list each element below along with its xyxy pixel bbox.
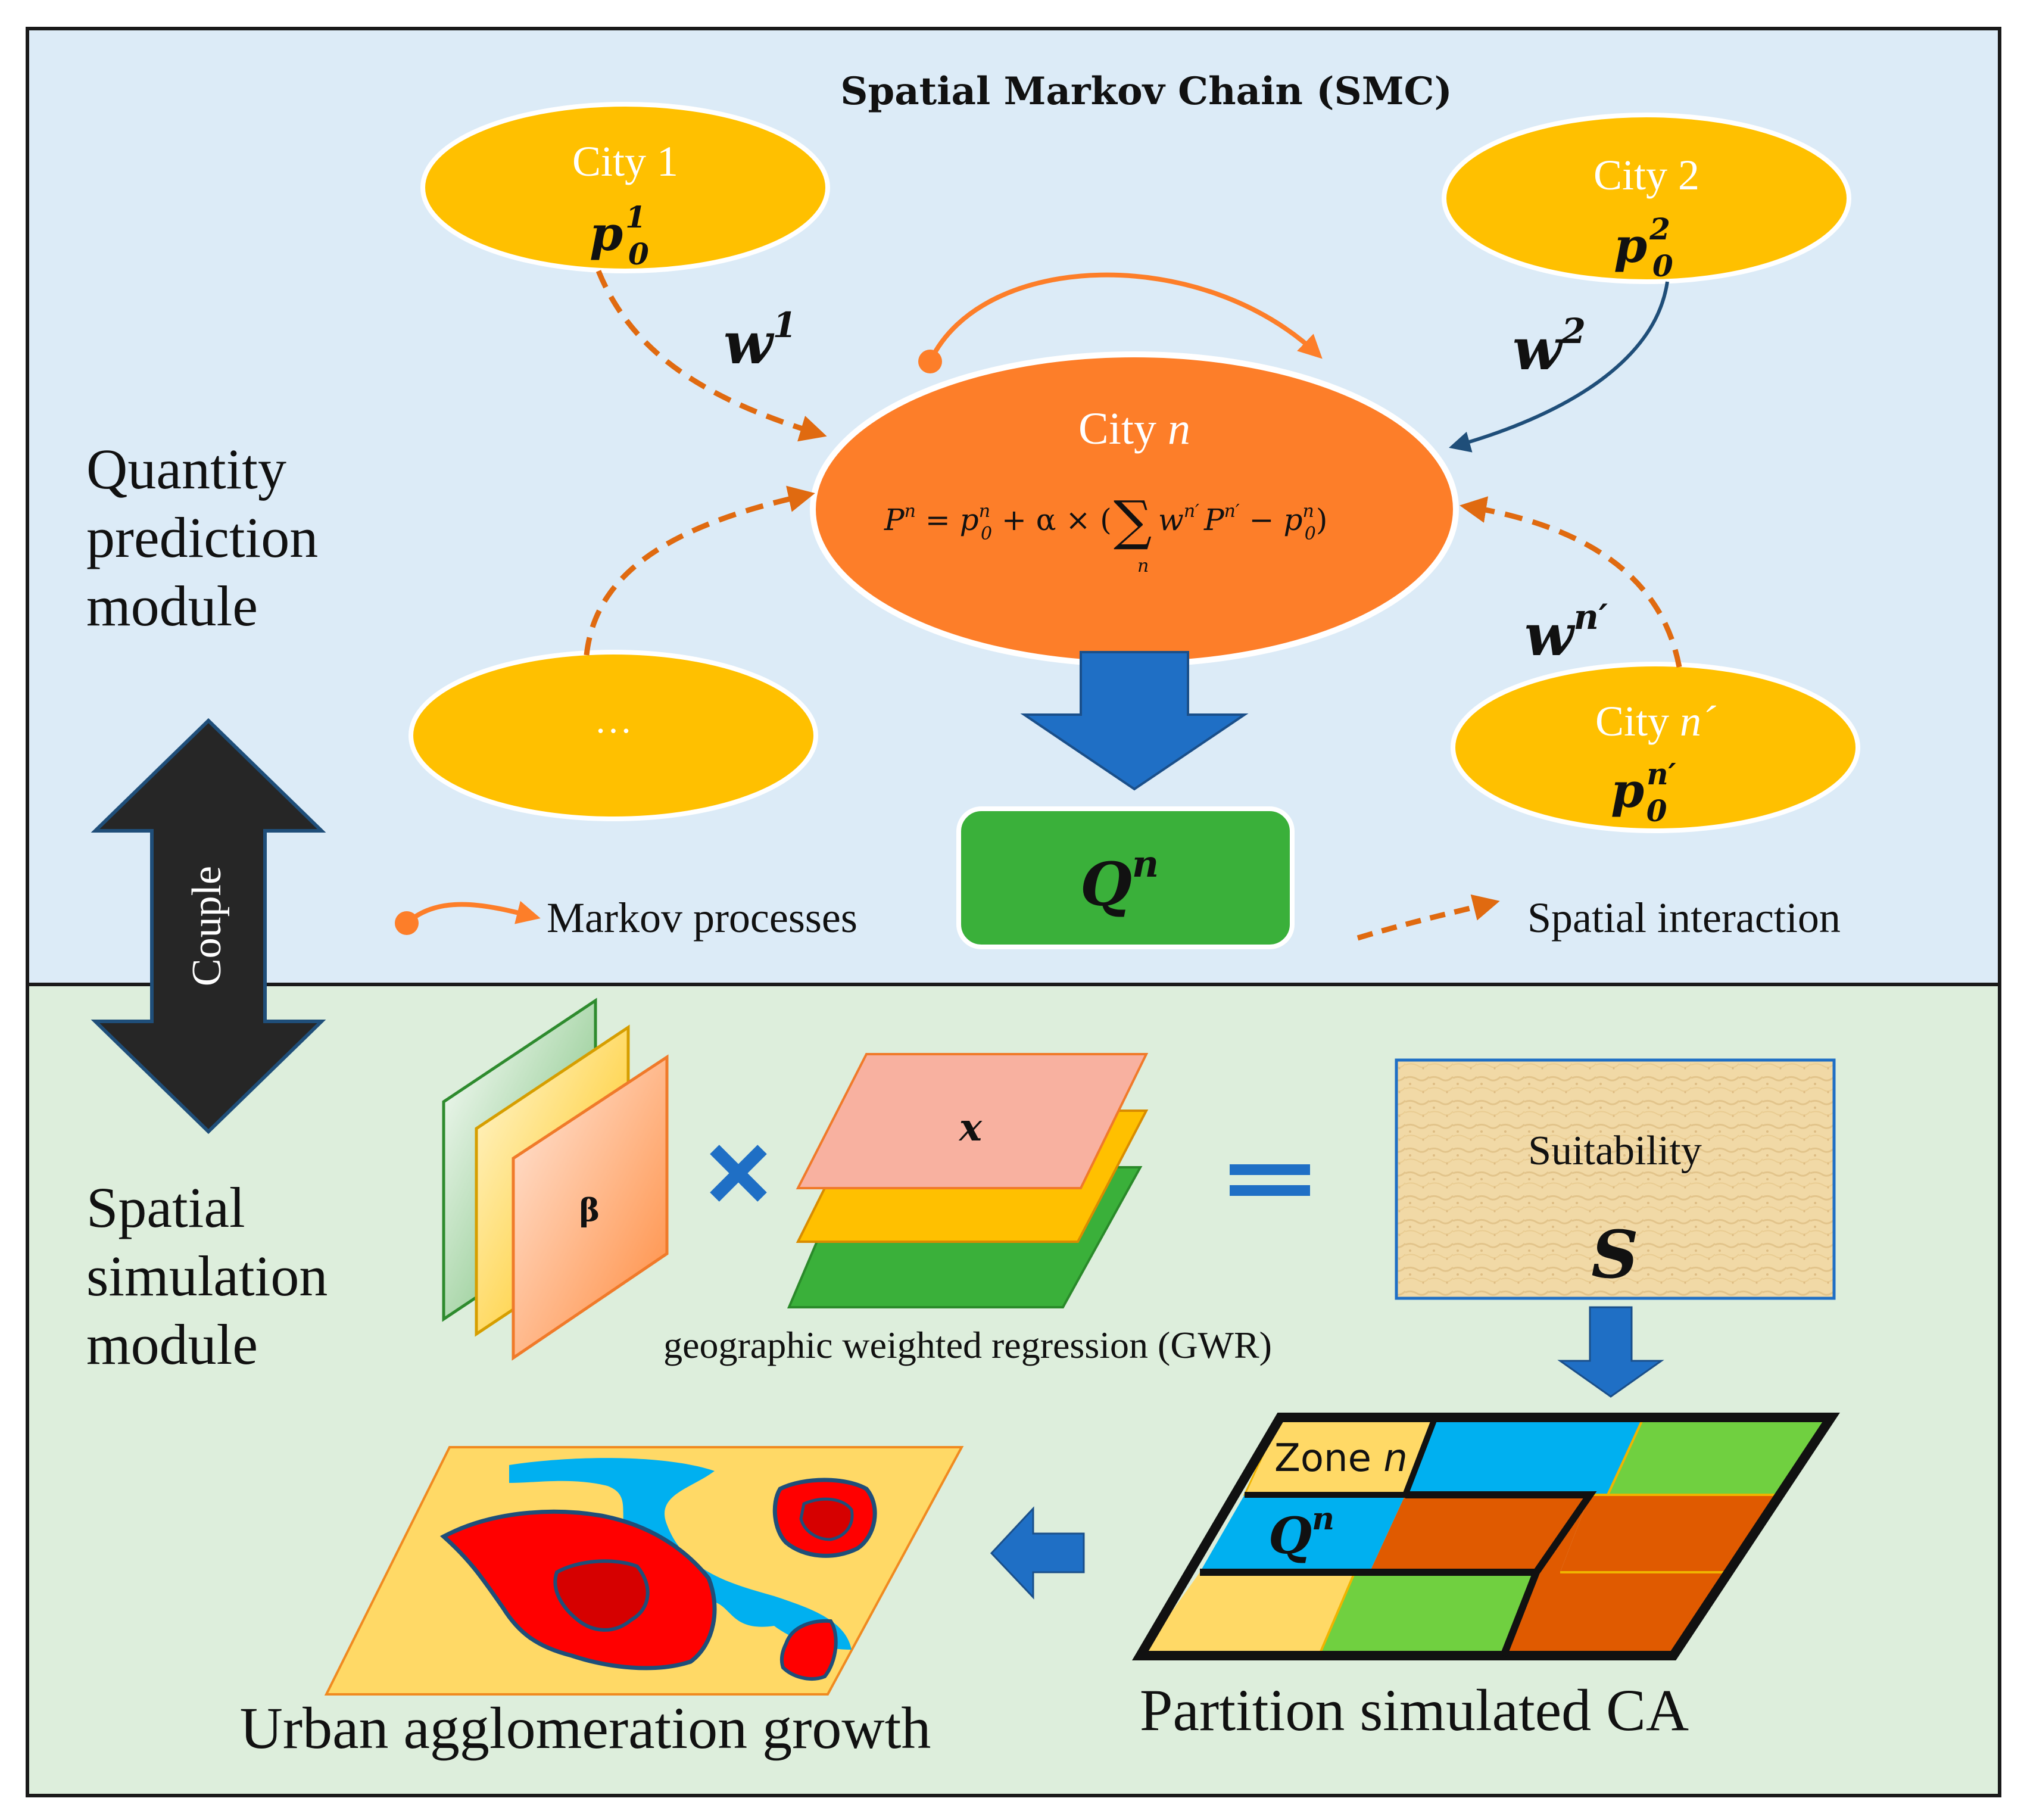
ca-caption: Partition simulated CA — [1140, 1677, 1689, 1743]
quantity-module-label: Quantity prediction module — [86, 437, 332, 638]
beta-symbol: β — [579, 1192, 600, 1229]
ca-cell-top-green — [1608, 1417, 1831, 1495]
city-n-prime-label: City n´ — [1595, 697, 1716, 745]
sigma-subscript: n — [1137, 556, 1149, 576]
urban-satellite-south — [779, 1619, 838, 1681]
gwr-caption: geographic weighted regression (GWR) — [663, 1324, 1272, 1366]
arrow-other-to-cityn — [584, 485, 815, 656]
arrow-city2-to-cityn — [1449, 281, 1669, 453]
ca-cell-q-blue — [1200, 1495, 1405, 1572]
diagram-title: Spatial Markov Chain (SMC) — [840, 69, 1452, 114]
urban-growth-map — [324, 1446, 964, 1696]
city-n-label: City n — [1078, 404, 1190, 454]
spatial-module-label: Spatial simulation module — [86, 1176, 342, 1376]
couple-double-arrow — [91, 718, 326, 1135]
x-layer-pink — [796, 1053, 1149, 1189]
city2-node — [1442, 113, 1851, 284]
ca-quantity-label: Qn — [1268, 1501, 1334, 1565]
arrow-cityn-prime-to-cityn — [1460, 496, 1682, 668]
city1-node — [420, 102, 830, 273]
legend-markov-label: Markov processes — [547, 894, 857, 942]
ca-zone-label: Zone n — [1274, 1436, 1408, 1481]
svg-text:wn′Pn′ − pn0): wn′Pn′ − pn0) — [1158, 501, 1327, 544]
city1-label: City 1 — [572, 138, 678, 185]
weight-w2: w2 — [1513, 311, 1586, 383]
output-quantity-box — [956, 806, 1295, 949]
left-arrow-to-urban — [990, 1506, 1085, 1600]
svg-text:Pn = pn0 + α × (: Pn = pn0 + α × ( — [884, 501, 1112, 544]
ca-cell-mid-orange2 — [1560, 1495, 1777, 1572]
couple-label: Couple — [184, 866, 230, 986]
down-arrow-to-ca — [1557, 1306, 1664, 1398]
urban-main-core — [553, 1559, 650, 1632]
x-symbol: x — [958, 1105, 983, 1150]
urban-caption: Urban agglomeration growth — [240, 1695, 931, 1761]
city-n-prime-node — [1451, 662, 1860, 833]
other-city-ellipsis: … — [594, 699, 632, 741]
multiply-icon — [710, 1145, 767, 1202]
weight-w1: w1 — [724, 305, 797, 377]
beta-layer-orange — [512, 1054, 669, 1361]
city-n-prime-p0: pn′0 — [1611, 756, 1676, 828]
legend-markov-arrow — [405, 900, 541, 925]
markov-self-loop-arrow — [928, 272, 1323, 363]
suitability-label: Suitability — [1528, 1128, 1702, 1174]
ca-cell-bottom-yellow — [1140, 1572, 1355, 1656]
down-arrow-to-output — [1020, 651, 1249, 791]
output-quantity-label: Qn — [1080, 842, 1159, 920]
ca-cell-bottom-green — [1319, 1572, 1536, 1656]
ca-cell-mid-orange1 — [1370, 1495, 1590, 1572]
ca-cell-bottom-orange — [1504, 1572, 1727, 1656]
suitability-symbol: S — [1591, 1216, 1638, 1293]
ca-cell-top-blue — [1405, 1417, 1644, 1495]
other-city-node — [408, 650, 818, 821]
legend-spatial-arrow — [1356, 894, 1500, 941]
sigma-symbol: ∑ — [1114, 490, 1152, 552]
city2-label: City 2 — [1593, 151, 1699, 199]
weight-wn-prime: wn′ — [1524, 597, 1608, 669]
urban-satellite-east-core — [799, 1497, 854, 1541]
arrow-city1-to-cityn — [595, 270, 827, 442]
ca-partition-grid — [1132, 1413, 1840, 1660]
equals-icon — [1230, 1164, 1310, 1196]
legend-spatial-label: Spatial interaction — [1527, 894, 1841, 942]
suitability-box — [1395, 1058, 1836, 1300]
